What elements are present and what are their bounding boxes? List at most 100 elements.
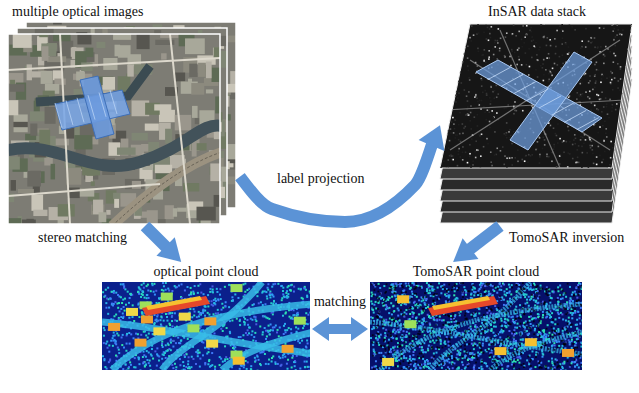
sar-speckle bbox=[578, 94, 580, 96]
sar-speckle bbox=[511, 50, 513, 52]
city-block bbox=[54, 79, 65, 85]
cloud-point bbox=[242, 283, 244, 285]
sar-speckle bbox=[629, 135, 631, 137]
sar-speckle bbox=[496, 85, 498, 87]
sar-speckle bbox=[498, 28, 500, 30]
sar-speckle bbox=[446, 132, 448, 134]
sar-speckle bbox=[496, 112, 498, 114]
sar-speckle bbox=[456, 134, 458, 136]
cloud-point bbox=[269, 333, 271, 335]
sar-speckle bbox=[631, 155, 633, 157]
sar-speckle bbox=[448, 106, 450, 108]
sar-speckle bbox=[508, 131, 510, 133]
sar-speckle bbox=[587, 96, 589, 98]
cloud-point bbox=[108, 344, 110, 346]
cloud-point bbox=[262, 304, 264, 306]
cloud-point bbox=[207, 363, 209, 365]
sar-speckle bbox=[599, 126, 601, 128]
sar-speckle bbox=[633, 87, 635, 89]
sar-speckle bbox=[533, 39, 535, 41]
cloud-point bbox=[303, 325, 305, 327]
cloud-point bbox=[266, 298, 268, 300]
sar-speckle bbox=[440, 112, 442, 114]
cloud-point bbox=[162, 282, 164, 284]
city-block bbox=[189, 64, 197, 77]
sar-speckle bbox=[580, 136, 582, 138]
sar-speckle bbox=[454, 41, 456, 43]
sar-speckle bbox=[514, 101, 516, 103]
sar-speckle bbox=[542, 63, 544, 65]
sar-speckle bbox=[447, 130, 449, 132]
sar-bright-line bbox=[450, 40, 620, 150]
sar-speckle bbox=[483, 60, 485, 62]
sar-speckle bbox=[551, 160, 553, 162]
sar-speckle bbox=[505, 134, 507, 136]
cloud-point bbox=[282, 315, 284, 317]
sar-speckle bbox=[511, 164, 513, 166]
sar-speckle bbox=[569, 95, 571, 97]
sar-speckle bbox=[612, 30, 614, 32]
sar-speckle bbox=[492, 29, 494, 31]
sar-speckle bbox=[505, 107, 507, 109]
cloud-point bbox=[279, 326, 281, 328]
sar-speckle bbox=[582, 137, 584, 139]
sar-speckle bbox=[459, 133, 461, 135]
sar-speckle bbox=[463, 168, 465, 170]
city-block bbox=[41, 71, 53, 84]
sar-speckle bbox=[574, 134, 576, 136]
sar-speckle bbox=[555, 46, 557, 48]
sar-speckle bbox=[620, 66, 622, 68]
sar-speckle bbox=[537, 59, 539, 61]
sar-speckle bbox=[449, 140, 451, 142]
sar-speckle bbox=[604, 120, 606, 122]
sar-speckle bbox=[469, 153, 471, 155]
city-block bbox=[14, 114, 28, 132]
sar-speckle bbox=[456, 66, 458, 68]
sar-speckle bbox=[612, 104, 614, 106]
sar-speckle bbox=[489, 168, 491, 170]
city-block bbox=[103, 77, 115, 90]
glass-building-wing bbox=[80, 76, 114, 139]
city-block bbox=[18, 189, 34, 193]
sar-speckle bbox=[567, 166, 569, 168]
sar-speckle bbox=[562, 30, 564, 32]
sar-speckle bbox=[485, 62, 487, 64]
city-block bbox=[210, 163, 220, 181]
sar-speckle bbox=[529, 30, 531, 32]
sar-speckle bbox=[467, 106, 469, 108]
sar-speckle bbox=[576, 92, 578, 94]
sar-speckle bbox=[612, 89, 614, 91]
sar-speckle bbox=[545, 69, 547, 71]
sar-speckle bbox=[588, 82, 590, 84]
sar-speckle bbox=[492, 48, 494, 50]
sar-speckle bbox=[472, 160, 474, 162]
sar-speckle bbox=[615, 36, 617, 38]
sar-speckle bbox=[518, 59, 520, 61]
sar-speckle bbox=[475, 140, 477, 142]
sar-speckle bbox=[495, 40, 497, 42]
sar-speckle bbox=[535, 69, 537, 71]
sar-speckle bbox=[537, 59, 539, 61]
cloud-point bbox=[187, 286, 189, 288]
sar-speckle bbox=[504, 108, 506, 110]
cloud-point bbox=[194, 311, 196, 313]
sar-speckle bbox=[531, 154, 533, 156]
sar-speckle bbox=[616, 24, 618, 26]
sar-speckle bbox=[555, 133, 557, 135]
river bbox=[8, 126, 220, 166]
sar-speckle bbox=[439, 27, 441, 29]
sar-speckle bbox=[573, 139, 575, 141]
sar-speckle bbox=[559, 25, 561, 27]
sar-speckle bbox=[581, 46, 583, 48]
sar-speckle bbox=[604, 55, 606, 57]
cloud-point bbox=[107, 313, 109, 315]
sar-speckle bbox=[463, 53, 465, 55]
sar-speckle bbox=[510, 65, 512, 67]
sar-speckle bbox=[586, 152, 588, 154]
sar-speckle bbox=[444, 49, 446, 51]
sar-speckle bbox=[603, 159, 605, 161]
sar-speckle bbox=[591, 145, 593, 147]
sar-speckle bbox=[470, 128, 472, 130]
sar-speckle bbox=[533, 45, 535, 47]
sar-speckle bbox=[470, 112, 472, 114]
